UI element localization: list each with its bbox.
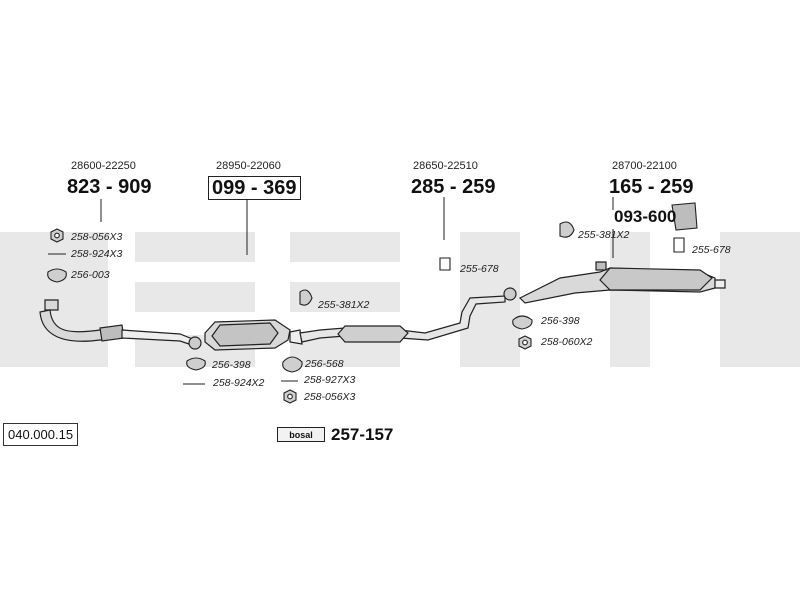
- gasket-icon: [282, 356, 303, 373]
- fitting-label: 256-003: [71, 269, 110, 281]
- gasket-icon: [47, 268, 67, 283]
- front-pipe: [39, 299, 202, 350]
- gasket-icon: [512, 315, 533, 330]
- rear-muffler: [518, 261, 726, 304]
- part-number: 285 - 259: [411, 176, 496, 198]
- part-number: 165 - 259: [609, 176, 694, 198]
- fitting-label: 258-927X3: [304, 374, 356, 386]
- fitting-label: 255-381X2: [578, 229, 630, 241]
- fitting-label: 255-678: [460, 263, 499, 275]
- oem-number: 28600-22250: [71, 160, 136, 172]
- fitting-label: 256-398: [212, 359, 251, 371]
- fitting-label: 258-056X3: [71, 231, 123, 243]
- fitting-label: 258-924X3: [71, 248, 123, 260]
- catalytic-converter: [204, 319, 303, 351]
- assembly-number: 257-157: [331, 425, 394, 444]
- catalog-reference: 040.000.15: [3, 423, 79, 446]
- fitting-label: 255-381X2: [318, 299, 370, 311]
- bracket-icon: [671, 202, 698, 231]
- center-pipe: [299, 287, 517, 343]
- hanger-icon: [439, 257, 451, 271]
- fitting-label: 255-678: [692, 244, 731, 256]
- leader-lines: [100, 197, 614, 258]
- gasket-icon: [186, 357, 206, 371]
- rubber-mount-icon: [299, 289, 313, 306]
- fitting-label: 258-924X2: [213, 377, 265, 389]
- fitting-label: 256-568: [305, 358, 344, 370]
- fitting-label: 258-056X3: [304, 391, 356, 403]
- part-number-secondary: 093-600: [614, 207, 677, 226]
- fitting-label: 256-398: [541, 315, 580, 327]
- oem-number: 28700-22100: [612, 160, 677, 172]
- fitting-label: 258-060X2: [541, 336, 593, 348]
- part-number-boxed: 099 - 369: [208, 176, 301, 200]
- bosal-badge: bosal: [277, 427, 325, 442]
- oem-number: 28950-22060: [216, 160, 281, 172]
- hanger-icon: [673, 237, 685, 253]
- oem-number: 28650-22510: [413, 160, 478, 172]
- part-number: 823 - 909: [67, 176, 152, 198]
- rubber-mount-icon: [559, 221, 575, 238]
- fitting-icons: [47, 202, 698, 404]
